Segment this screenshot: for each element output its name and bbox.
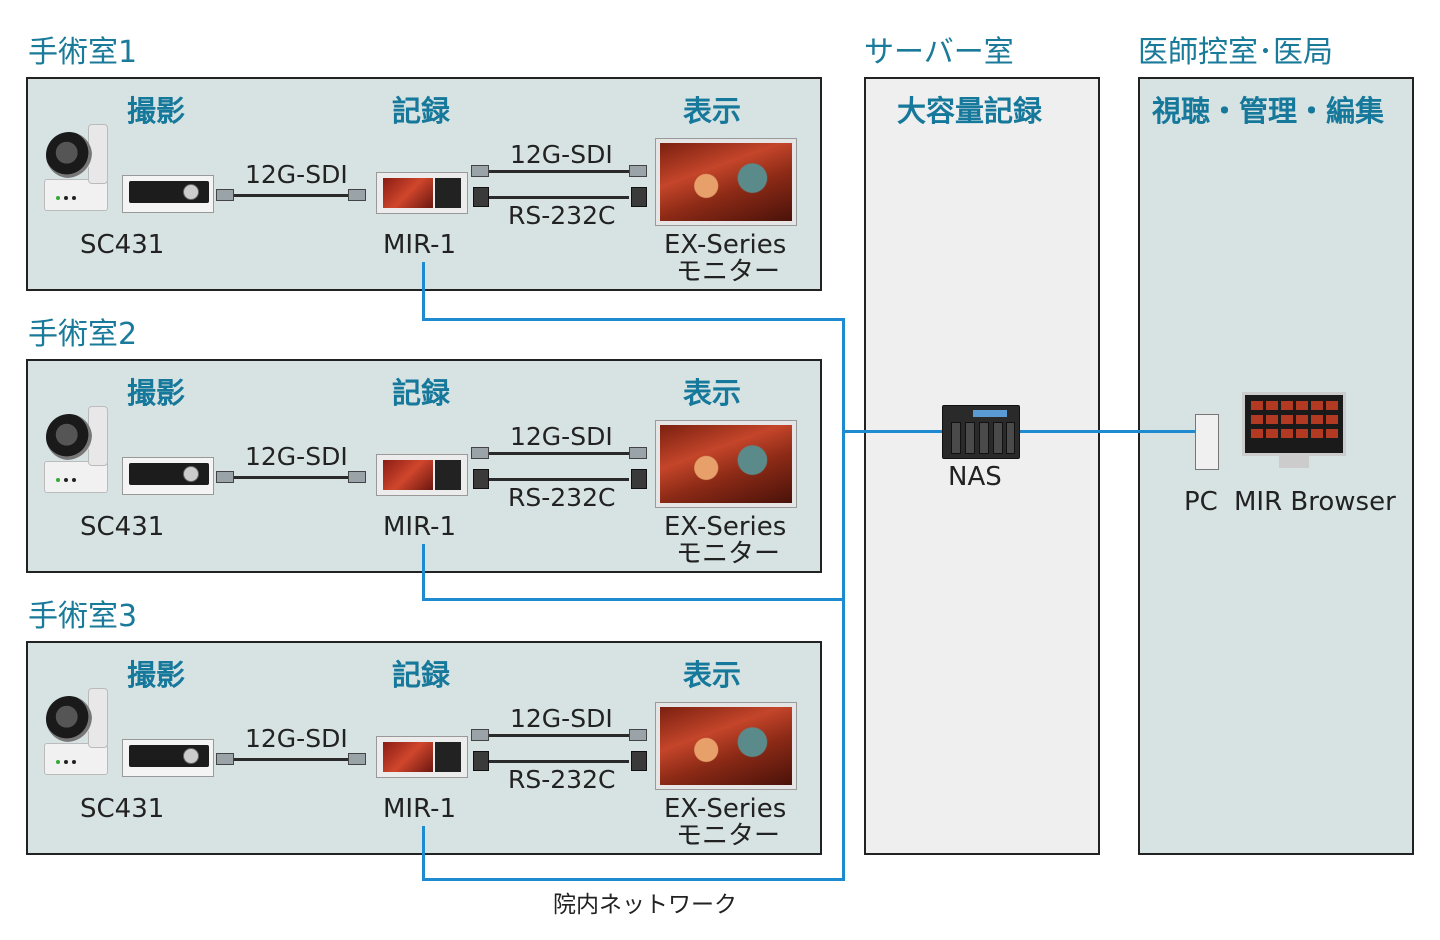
medical-section-heading: 視聴・管理・編集 (1152, 94, 1385, 128)
ccu-icon (122, 457, 214, 495)
section-shoot-heading: 撮影 (127, 658, 186, 692)
nas-icon (942, 405, 1020, 459)
camera-label: SC431 (80, 230, 165, 260)
surgical-monitor-icon (655, 138, 797, 226)
bnc-connector-icon (629, 165, 647, 177)
room3-title: 手術室3 (28, 599, 138, 634)
cable-label-sdi-monitor: 12G-SDI (510, 704, 613, 733)
recorder-label: MIR-1 (383, 230, 457, 260)
browser-monitor-icon (1242, 392, 1346, 456)
bnc-connector-icon (348, 753, 366, 765)
pc-label: PC (1184, 487, 1218, 517)
cable-label-sdi-monitor: 12G-SDI (510, 422, 613, 451)
bnc-connector-icon (216, 189, 234, 201)
cable-12g-sdi (234, 758, 348, 761)
monitor-label-line1: EX-Series (664, 794, 787, 824)
monitor-label-line1: EX-Series (664, 230, 787, 260)
cable-label-sdi-camera: 12G-SDI (245, 160, 348, 189)
bnc-connector-icon (471, 447, 489, 459)
server-room-box (864, 77, 1100, 855)
cable-rs232c (489, 760, 629, 763)
nas-label: NAS (948, 462, 1002, 492)
network-line-to-nas (842, 430, 942, 433)
section-shoot-heading: 撮影 (127, 94, 186, 128)
serial-connector-icon (473, 187, 489, 207)
serial-connector-icon (473, 469, 489, 489)
recorder-icon (376, 454, 468, 496)
network-line-to-pc (1020, 430, 1196, 433)
ccu-icon (122, 739, 214, 777)
surgical-monitor-icon (655, 420, 797, 508)
cable-label-serial: RS-232C (508, 201, 616, 230)
cable-12g-sdi (234, 476, 348, 479)
camera-icon (44, 406, 114, 498)
ccu-icon (122, 175, 214, 213)
bnc-connector-icon (471, 165, 489, 177)
pc-tower-icon (1195, 414, 1219, 470)
section-display-heading: 表示 (683, 658, 742, 692)
section-display-heading: 表示 (683, 376, 742, 410)
network-line (422, 262, 425, 320)
bnc-connector-icon (629, 729, 647, 741)
section-record-heading: 記録 (392, 658, 451, 692)
cable-label-serial: RS-232C (508, 765, 616, 794)
network-line (422, 878, 845, 881)
cable-label-sdi-monitor: 12G-SDI (510, 140, 613, 169)
network-label: 院内ネットワーク (553, 892, 737, 918)
cable-12g-sdi-monitor (489, 452, 629, 455)
network-trunk (842, 318, 845, 881)
network-line (422, 318, 845, 321)
cable-12g-sdi (234, 194, 348, 197)
cable-label-sdi-camera: 12G-SDI (245, 724, 348, 753)
bnc-connector-icon (216, 753, 234, 765)
cable-rs232c (489, 196, 629, 199)
serial-connector-icon (631, 187, 647, 207)
recorder-label: MIR-1 (383, 794, 457, 824)
server-section-heading: 大容量記録 (897, 94, 1043, 128)
camera-icon (44, 688, 114, 780)
network-line (422, 826, 425, 881)
medical-office-box (1138, 77, 1414, 855)
recorder-icon (376, 172, 468, 214)
network-line (422, 544, 425, 601)
camera-icon (44, 124, 114, 216)
cable-label-sdi-camera: 12G-SDI (245, 442, 348, 471)
camera-label: SC431 (80, 512, 165, 542)
network-line (422, 598, 845, 601)
camera-label: SC431 (80, 794, 165, 824)
browser-label: MIR Browser (1234, 487, 1396, 517)
room1-title: 手術室1 (28, 35, 138, 70)
cable-12g-sdi-monitor (489, 170, 629, 173)
serial-connector-icon (631, 469, 647, 489)
monitor-label-line2: モニター (676, 257, 781, 287)
serial-connector-icon (473, 751, 489, 771)
server-room-title: サーバー室 (864, 35, 1014, 70)
section-record-heading: 記録 (392, 376, 451, 410)
section-record-heading: 記録 (392, 94, 451, 128)
monitor-label-line2: モニター (676, 821, 781, 851)
serial-connector-icon (631, 751, 647, 771)
cable-label-serial: RS-232C (508, 483, 616, 512)
section-shoot-heading: 撮影 (127, 376, 186, 410)
browser-monitor-stand (1279, 456, 1309, 468)
recorder-label: MIR-1 (383, 512, 457, 542)
monitor-label-line2: モニター (676, 539, 781, 569)
surgical-monitor-icon (655, 702, 797, 790)
bnc-connector-icon (348, 471, 366, 483)
bnc-connector-icon (216, 471, 234, 483)
monitor-label-line1: EX-Series (664, 512, 787, 542)
section-display-heading: 表示 (683, 94, 742, 128)
bnc-connector-icon (629, 447, 647, 459)
cable-12g-sdi-monitor (489, 734, 629, 737)
cable-rs232c (489, 478, 629, 481)
bnc-connector-icon (348, 189, 366, 201)
room2-title: 手術室2 (28, 317, 138, 352)
recorder-icon (376, 736, 468, 778)
medical-office-title: 医師控室･医局 (1138, 35, 1333, 70)
bnc-connector-icon (471, 729, 489, 741)
